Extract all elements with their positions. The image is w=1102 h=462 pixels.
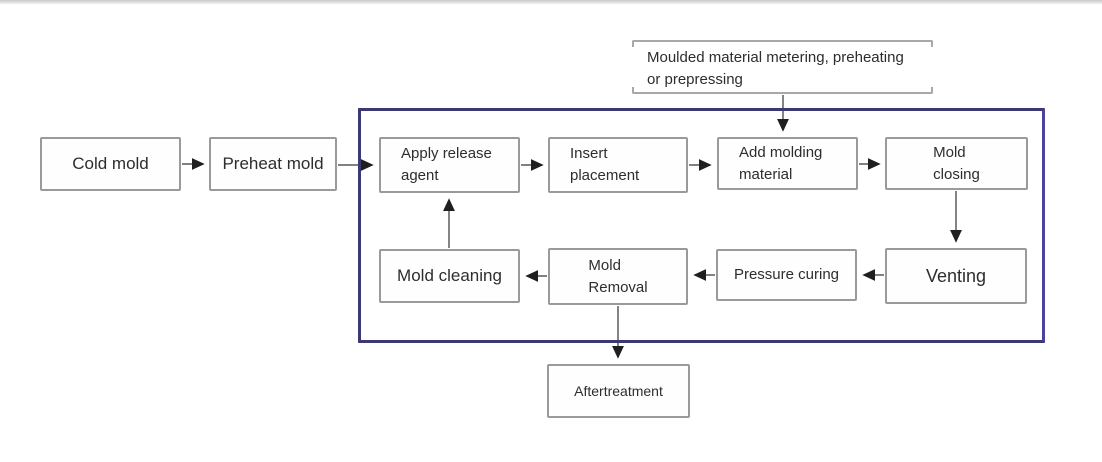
node-add-molding-material-label: Add molding material — [739, 143, 823, 183]
node-mold-removal-label: Mold Removal — [588, 256, 648, 296]
node-mold-closing-label: Mold closing — [933, 143, 980, 183]
molding-cycle-frame — [358, 108, 1045, 343]
node-aftertreatment: Aftertreatment — [547, 364, 690, 418]
node-apply-release-agent-label: Apply release agent — [401, 145, 492, 184]
page-top-divider — [0, 0, 1102, 4]
node-pressure-curing: Pressure curing — [716, 249, 857, 301]
bracket-bottom-line — [632, 87, 933, 94]
bracket-top-line — [632, 40, 933, 47]
node-apply-release-agent: Apply release agent — [379, 137, 520, 193]
node-preheat-mold: Preheat mold — [209, 137, 337, 191]
node-mold-cleaning-label: Mold cleaning — [397, 265, 502, 285]
node-mold-closing: Mold closing — [885, 137, 1028, 190]
node-insert-placement-label: Insert placement — [570, 145, 640, 184]
node-venting: Venting — [885, 248, 1027, 304]
node-insert-placement: Insert placement — [548, 137, 688, 193]
node-pressure-curing-label: Pressure curing — [733, 266, 840, 284]
node-preheat-mold-label: Preheat mold — [222, 153, 324, 173]
node-aftertreatment-label: Aftertreatment — [574, 382, 663, 399]
node-mold-removal: Mold Removal — [548, 248, 688, 305]
material-prep-note: Moulded material metering, preheating or… — [632, 40, 933, 94]
material-prep-note-label: Moulded material metering, preheating or… — [647, 49, 904, 88]
node-add-molding-material: Add molding material — [717, 137, 858, 190]
node-cold-mold-label: Cold mold — [72, 153, 149, 173]
node-cold-mold: Cold mold — [40, 137, 181, 191]
node-venting-label: Venting — [925, 265, 987, 286]
node-mold-cleaning: Mold cleaning — [379, 249, 520, 303]
